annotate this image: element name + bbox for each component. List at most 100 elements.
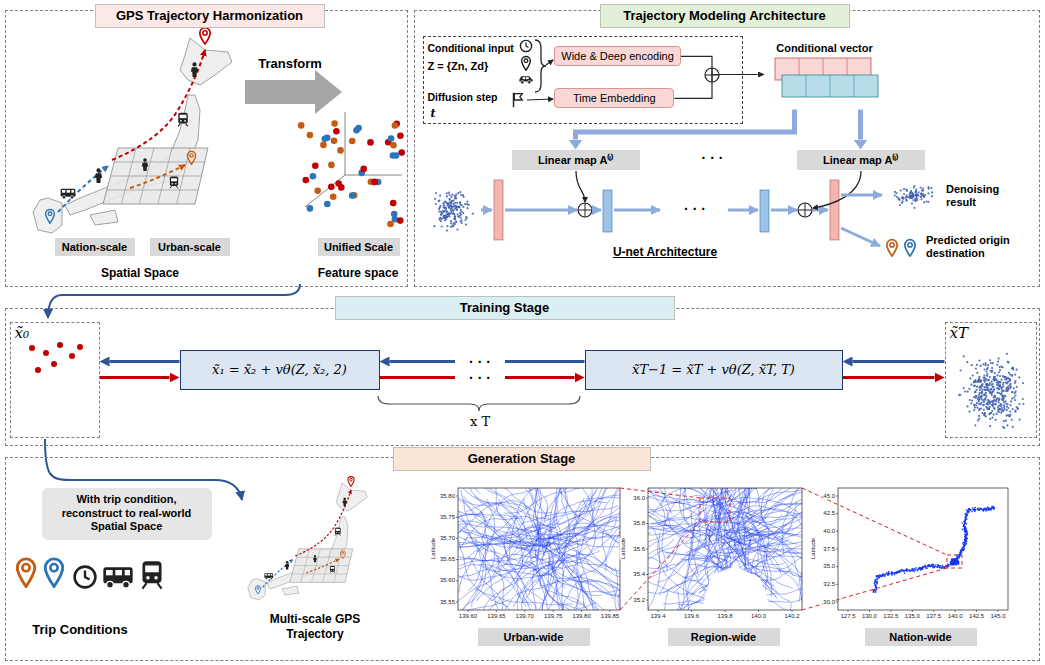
noise-dot	[453, 212, 455, 214]
tick-label: 35.65	[440, 556, 455, 562]
axis-label-holder: Latitude	[810, 529, 817, 569]
trajectory-dot	[878, 577, 880, 579]
noise-dot	[438, 200, 440, 202]
axis-label-holder: 35.0	[813, 563, 835, 570]
trajectory-dot	[956, 557, 958, 559]
trajectory-dot	[881, 574, 883, 576]
trajectory-dot	[965, 539, 967, 541]
trajectory-dot	[965, 513, 967, 515]
noise-dot	[920, 196, 922, 198]
trajectory-line	[537, 523, 620, 553]
trajectory-dot	[953, 560, 955, 562]
noise-dot	[1004, 395, 1006, 397]
tick-mark	[691, 610, 692, 612]
feature-dot	[360, 166, 367, 173]
plot-caption: Urban-wide	[478, 628, 590, 646]
trajectory-dot	[936, 566, 938, 568]
noise-dot	[446, 202, 448, 204]
noise-dot	[1009, 384, 1011, 386]
trajectory-dot	[875, 581, 877, 583]
noise-dot	[442, 216, 444, 218]
trajectory-dot	[911, 568, 913, 570]
trajectory-dot	[940, 565, 942, 567]
note-box: With trip condition, reconstruct to real…	[42, 488, 212, 540]
noise-dot	[914, 198, 916, 200]
trajectory-dot	[953, 560, 955, 562]
trajectory-line	[537, 488, 609, 540]
noise-dot	[446, 225, 448, 227]
noise-dot	[998, 371, 1000, 373]
trajectory-dot	[903, 570, 905, 572]
trajectory-dot	[928, 564, 930, 566]
trajectory-dot	[954, 559, 956, 561]
trajectory-line	[561, 555, 621, 577]
trajectory-line	[458, 501, 532, 539]
tick-mark	[646, 523, 648, 524]
noise-dot	[923, 201, 925, 203]
box-text: Region-wide	[691, 631, 756, 643]
axis-label-holder: 139.8	[710, 613, 740, 620]
flow-connector	[110, 360, 180, 363]
trajectory-line	[458, 547, 534, 561]
noise-dot	[990, 388, 992, 390]
tick-mark	[836, 531, 838, 532]
noise-dot	[972, 374, 974, 376]
trajectory-dot	[963, 548, 965, 550]
trajectory-dot	[983, 510, 985, 512]
trajectory-dot	[875, 586, 877, 588]
noise-dot	[1000, 366, 1002, 368]
trajectory-dot	[953, 560, 955, 562]
noise-dot	[456, 202, 458, 204]
noise-dot	[996, 374, 998, 376]
trajectory-dot	[964, 539, 966, 541]
trajectory-dot	[945, 566, 947, 568]
trajectory-line	[726, 488, 777, 537]
trajectory-dot	[874, 589, 876, 591]
axis-label-holder: 139.85	[595, 613, 625, 620]
noise-dot	[987, 367, 989, 369]
trajectory-dot	[965, 518, 967, 520]
trajectory-dot	[964, 527, 966, 529]
trajectory-dot	[961, 547, 963, 549]
trajectory-dot	[951, 562, 953, 564]
noise-dot	[443, 201, 445, 203]
trajectory-dot	[874, 579, 876, 581]
trajectory-dot	[909, 571, 911, 573]
noise-dot	[983, 414, 985, 416]
noise-dot	[980, 395, 982, 397]
axis-label-holder: 40.0	[813, 528, 835, 535]
noise-dot	[906, 195, 908, 197]
noise-dot	[968, 388, 970, 390]
noise-dot	[987, 364, 989, 366]
trajectory-dot	[965, 515, 967, 517]
trajectory-dot	[875, 575, 877, 577]
flow-connector	[674, 75, 757, 99]
noise-dot	[989, 382, 991, 384]
trajectory-dot	[920, 568, 922, 570]
noise-dot	[988, 408, 990, 410]
noise-dot	[981, 384, 983, 386]
noise-dot	[1012, 408, 1014, 410]
noise-dot	[439, 195, 441, 197]
noise-dot	[983, 404, 985, 406]
noise-dot	[963, 387, 965, 389]
trajectory-line	[489, 580, 557, 610]
trajectory-dot	[954, 561, 956, 563]
trajectory-dot	[953, 560, 955, 562]
feature-dot	[328, 162, 335, 169]
trajectory-dot	[983, 509, 985, 511]
noise-dot	[998, 385, 1000, 387]
axis-label-holder: 139.60	[453, 613, 483, 620]
trajectory-dot	[963, 521, 965, 523]
tick-mark	[998, 610, 999, 612]
feature-dot	[331, 137, 338, 144]
noise-dot	[1008, 372, 1010, 374]
trajectory-dot	[963, 549, 965, 551]
data-points	[29, 342, 83, 373]
trajectory-dot	[953, 560, 955, 562]
trajectory-dot	[958, 554, 960, 556]
linear-map-box: Linear map A⁽ˡ⁾	[512, 150, 640, 170]
trajectory-line	[725, 509, 799, 554]
trajectory-dot	[894, 573, 896, 575]
